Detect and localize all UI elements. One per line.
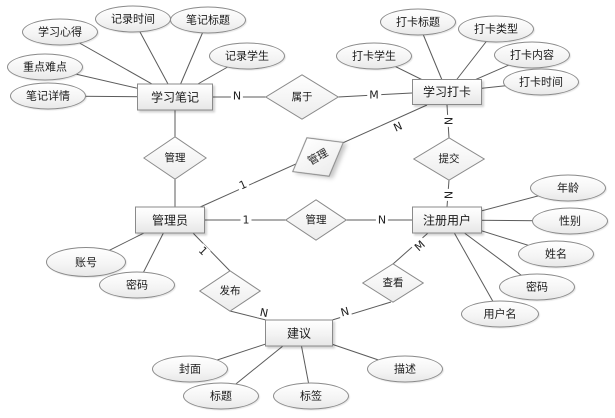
connector [446,219,501,315]
attribute-suggestion-cover: 封面 [152,355,228,383]
diamond-shape [265,74,339,120]
attribute-suggestion-cover-label: 封面 [179,362,201,376]
attribute-note-student: 记录学生 [209,42,285,70]
diamond-shape [285,199,347,241]
attribute-user-gender-label: 性别 [559,214,581,228]
relationship-publish: 发布 [199,270,261,312]
relationship-manage-user-label: 管理 [305,213,327,226]
attribute-note-time-label: 记录时间 [111,12,155,26]
attribute-user-name-label: 姓名 [545,247,567,261]
diamond-shape [362,263,424,303]
cardinality-checkin-submit-n: N [441,114,455,128]
attribute-checkin-content: 打卡内容 [494,41,570,69]
entity-registered-user: 注册用户 [412,206,482,234]
attribute-admin-password-label: 密码 [126,278,148,292]
attribute-checkin-time-label: 打卡时间 [519,75,563,89]
attribute-user-name: 姓名 [518,240,594,268]
connector [192,232,231,272]
attribute-checkin-content-label: 打卡内容 [510,48,554,62]
relationship-view: 查看 [362,263,424,303]
attribute-user-age: 年龄 [530,174,606,202]
cardinality-view-suggestion-n: N [337,304,353,320]
attribute-suggestion-tag-label: 标签 [300,389,322,403]
attribute-admin-account: 账号 [46,247,126,277]
attribute-user-gender: 性别 [532,207,608,235]
entity-admin-label: 管理员 [151,213,188,227]
relationship-submit: 提交 [413,137,485,181]
attribute-admin-account-label: 账号 [75,255,97,269]
relationship-manage-user: 管理 [285,199,347,241]
relationship-belongs-to-label: 属于 [291,90,313,103]
attribute-note-keypoints-label: 重点难点 [23,60,67,74]
cardinality-manage-user-n: N [375,213,389,227]
attribute-suggestion-desc: 描述 [367,355,443,383]
attribute-note-insight: 学习心得 [22,18,98,46]
relationship-submit-label: 提交 [438,152,460,165]
attribute-checkin-title-label: 打卡标题 [396,15,440,29]
attribute-user-password-label: 密码 [526,280,548,294]
attribute-checkin-time: 打卡时间 [503,68,579,96]
diamond-shape [143,136,207,180]
entity-study-checkin: 学习打卡 [412,79,482,105]
entity-study-notes-label: 学习笔记 [150,90,199,104]
entity-study-notes: 学习笔记 [137,83,213,111]
cardinality-notes-belongs-n: N [230,89,244,103]
attribute-suggestion-tag: 标签 [273,382,349,410]
attribute-user-username: 用户名 [461,300,539,328]
entity-admin: 管理员 [135,206,205,234]
entity-suggestion-label: 建议 [286,326,311,340]
relationship-manage-notes-label: 管理 [164,151,186,164]
attribute-user-age-label: 年龄 [557,181,579,195]
attribute-note-title-label: 笔记标题 [186,13,230,27]
cardinality-publish-suggestion-n: N [256,305,272,321]
attribute-user-password: 密码 [499,273,575,301]
attribute-note-detail: 笔记详情 [10,82,86,110]
attribute-suggestion-title-label: 标题 [210,389,232,403]
entity-suggestion: 建议 [265,319,333,347]
attribute-checkin-type: 打卡类型 [458,15,534,43]
attribute-admin-password: 密码 [99,271,175,299]
attribute-checkin-type-label: 打卡类型 [474,22,518,36]
relationship-manage-notes: 管理 [143,136,207,180]
attribute-suggestion-title: 标题 [183,382,259,410]
diamond-shape [413,137,485,181]
relationship-publish-label: 发布 [219,284,241,297]
attribute-checkin-title: 打卡标题 [380,8,456,36]
attribute-checkin-student: 打卡学生 [336,42,412,70]
relationship-manage-checkin: 管理 [281,122,356,192]
attribute-note-detail-label: 笔记详情 [26,89,70,103]
attribute-note-student-label: 记录学生 [225,49,269,63]
attribute-suggestion-desc-label: 描述 [394,362,416,376]
attribute-note-time: 记录时间 [95,5,171,33]
cardinality-submit-user-n: N [441,188,455,202]
cardinality-belongs-checkin-m: M [367,88,381,102]
attribute-user-username-label: 用户名 [483,307,517,321]
attribute-checkin-student-label: 打卡学生 [352,49,396,63]
diamond-shape [291,137,345,177]
diamond-shape [199,270,261,312]
entity-study-checkin-label: 学习打卡 [422,85,471,99]
attribute-note-keypoints: 重点难点 [7,53,83,81]
relationship-belongs-to: 属于 [265,74,339,120]
entity-registered-user-label: 注册用户 [422,213,471,227]
relationship-view-label: 查看 [382,276,404,289]
attribute-note-title: 笔记标题 [170,6,246,34]
cardinality-admin-manage-user-1: 1 [240,213,252,227]
attribute-note-insight-label: 学习心得 [38,25,82,39]
